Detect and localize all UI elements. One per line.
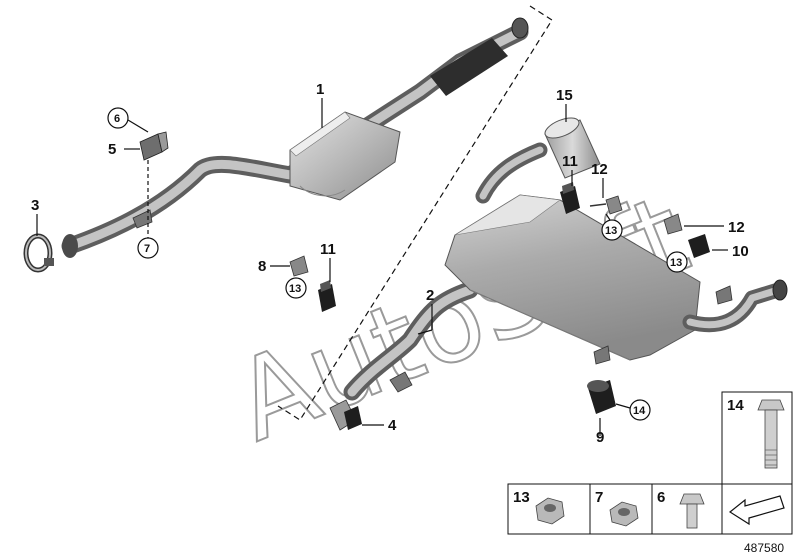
- callout-9: 9: [596, 418, 604, 446]
- parts-box-14-bolt: 14: [721, 391, 793, 485]
- rubber-mount-part-11-a: [560, 182, 580, 214]
- svg-text:12: 12: [591, 161, 608, 178]
- front-pipe-flange: [62, 234, 78, 258]
- svg-text:9: 9: [596, 429, 604, 446]
- callout-8: 8: [258, 258, 290, 275]
- svg-text:6: 6: [657, 489, 665, 506]
- callout-3: 3: [31, 197, 39, 236]
- svg-text:14: 14: [633, 405, 646, 417]
- svg-text:11: 11: [562, 153, 578, 170]
- reference-number: 487580: [744, 541, 784, 555]
- callout-4: 4: [362, 417, 397, 434]
- parts-box-arrow: [721, 483, 793, 535]
- direction-arrow-icon: [728, 495, 785, 526]
- callout-13a: 13: [601, 213, 623, 241]
- svg-text:13: 13: [289, 283, 301, 295]
- tail-sleeve-part-15: [544, 117, 601, 179]
- callout-12a: 12: [591, 161, 608, 198]
- callout-10: 10: [712, 243, 749, 260]
- callout-11a: 11: [562, 153, 578, 186]
- callout-6: 6: [107, 107, 149, 133]
- callout-15: 15: [556, 87, 573, 122]
- svg-text:12: 12: [728, 219, 745, 236]
- callout-14: 14: [615, 399, 651, 421]
- svg-text:5: 5: [108, 141, 116, 158]
- bracket-part-5: [139, 131, 169, 161]
- svg-text:11: 11: [320, 241, 336, 258]
- clamp-part-3: [23, 233, 54, 273]
- svg-text:15: 15: [556, 87, 573, 104]
- rubber-mount-part-11-b: [318, 280, 336, 312]
- svg-text:2: 2: [426, 287, 434, 304]
- callout-1: 1: [316, 81, 324, 128]
- svg-text:1: 1: [316, 81, 324, 98]
- mount-part-4: [329, 399, 362, 431]
- bracket-part-8: [289, 255, 309, 277]
- center-resonator: [430, 38, 508, 96]
- svg-text:8: 8: [258, 258, 266, 275]
- callout-12b: 12: [684, 219, 745, 236]
- bracket-part-12-a: [589, 195, 623, 215]
- callout-2: 2: [417, 287, 434, 335]
- rubber-mount-part-10: [688, 234, 710, 258]
- svg-text:10: 10: [732, 243, 749, 260]
- svg-text:3: 3: [31, 197, 39, 214]
- svg-text:14: 14: [727, 397, 744, 414]
- front-pipe-part-1: [61, 17, 529, 258]
- parts-box-6-bolt: 6: [651, 483, 723, 535]
- svg-text:6: 6: [114, 113, 120, 125]
- rear-silencer-part-2: [343, 142, 788, 401]
- parts-box-7-nut: 7: [589, 483, 653, 535]
- bracket-part-12-b: [663, 213, 683, 235]
- svg-text:13: 13: [670, 257, 682, 269]
- svg-text:7: 7: [144, 243, 150, 255]
- callout-13b: 13: [666, 251, 688, 273]
- svg-text:4: 4: [388, 417, 397, 434]
- svg-text:7: 7: [595, 489, 603, 506]
- front-hanger-bracket: [132, 209, 153, 229]
- callout-11b: 11: [320, 241, 336, 282]
- callout-5: 5: [108, 141, 140, 158]
- rubber-mount-part-9: [587, 380, 616, 414]
- svg-text:13: 13: [513, 489, 530, 506]
- callout-13c: 13: [285, 277, 307, 299]
- parts-box-13-nut: 13: [507, 483, 591, 535]
- dashed-frame: [277, 5, 553, 421]
- svg-text:13: 13: [605, 225, 617, 237]
- callout-7: 7: [137, 160, 159, 259]
